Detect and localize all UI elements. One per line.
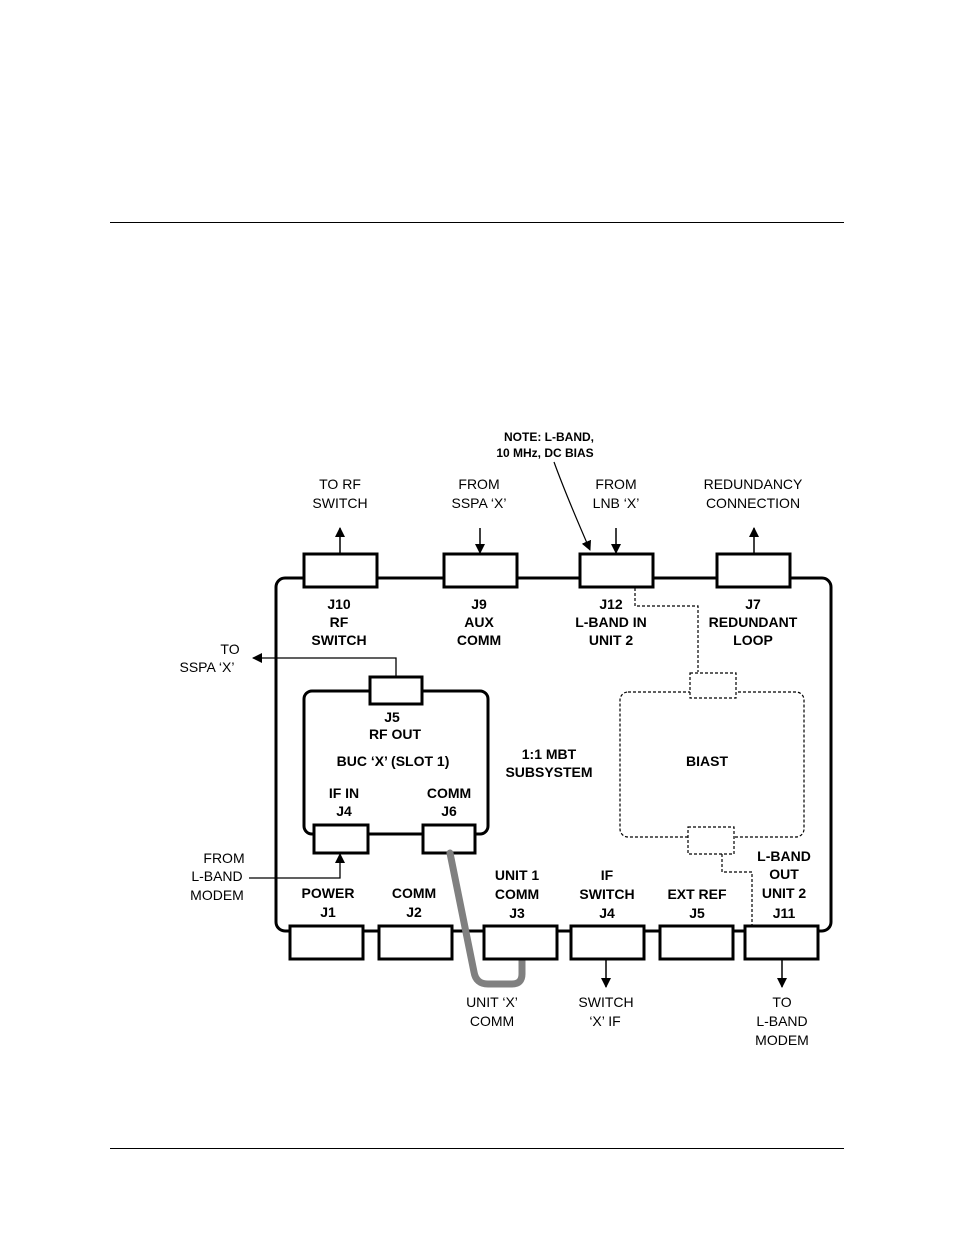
- j7-label-1: J7: [745, 596, 761, 612]
- comm-j2-label-1: COMM: [392, 885, 436, 901]
- connector-j4-if-switch: [569, 924, 646, 961]
- buc-comm-label-2: J6: [441, 803, 457, 819]
- lband-out-label-2: OUT: [769, 866, 799, 882]
- comm-j2-label-2: J2: [406, 904, 422, 920]
- j7-label-2: REDUNDANT: [709, 614, 798, 630]
- to-rf-switch-label-1: TO RF: [319, 476, 361, 492]
- from-modem-label-3: MODEM: [190, 887, 244, 903]
- to-modem-label-2: L-BAND: [756, 1013, 807, 1029]
- subsystem-label-1: 1:1 MBT: [522, 746, 577, 762]
- unit1-label-2: COMM: [495, 886, 539, 902]
- j12-biast-dashed-line: [634, 588, 699, 672]
- from-lnb-label-1: FROM: [595, 476, 636, 492]
- connector-j10: [302, 552, 379, 589]
- lband-out-label-4: J11: [773, 905, 796, 921]
- to-modem-label-1: TO: [772, 994, 791, 1010]
- buc-if-in-label-2: J4: [336, 803, 352, 819]
- extref-label-1: EXT REF: [667, 886, 727, 902]
- biast-bottom-port: [687, 826, 735, 855]
- j9-label-3: COMM: [457, 632, 501, 648]
- note-line-2: 10 MHz, DC BIAS: [496, 446, 593, 460]
- j9-label-1: J9: [471, 596, 487, 612]
- lband-out-label-3: UNIT 2: [762, 885, 807, 901]
- j9-label-2: AUX: [464, 614, 494, 630]
- to-sspa-label-2: SSPA ‘X’: [180, 659, 235, 675]
- unit-x-comm-label-1: UNIT ‘X’: [466, 994, 518, 1010]
- unit1-label-1: UNIT 1: [495, 867, 540, 883]
- connector-buc-j4: [312, 823, 370, 855]
- ifswitch-label-3: J4: [599, 905, 615, 921]
- power-label-1: POWER: [302, 885, 355, 901]
- power-label-2: J1: [320, 904, 336, 920]
- connector-j9: [442, 552, 519, 589]
- lband-out-label-1: L-BAND: [757, 848, 811, 864]
- connector-j11-lband-out: [743, 924, 820, 961]
- buc-j5-label-2: RF OUT: [369, 726, 422, 742]
- j10-label-1: J10: [327, 596, 351, 612]
- j12-label-3: UNIT 2: [589, 632, 634, 648]
- connector-j5-ext-ref: [658, 924, 735, 961]
- redundancy-label-2: CONNECTION: [706, 495, 800, 511]
- buc-if-in-label-1: IF IN: [329, 785, 359, 801]
- connector-j12: [578, 552, 655, 589]
- switch-x-if-label-2: ‘X’ IF: [589, 1013, 620, 1029]
- j12-label-1: J12: [599, 596, 623, 612]
- note-line-1: NOTE: L-BAND,: [504, 430, 594, 444]
- to-sspa-label-1: TO: [220, 641, 239, 657]
- rf-out-line-to-sspa: [252, 653, 397, 676]
- from-lnb-label-2: LNB ‘X’: [593, 495, 640, 511]
- extref-label-2: J5: [689, 905, 705, 921]
- footer-rule: [110, 1148, 844, 1149]
- connector-j7: [715, 552, 792, 589]
- ifswitch-label-1: IF: [601, 867, 614, 883]
- connector-buc-j5: [368, 675, 424, 706]
- ifswitch-label-2: SWITCH: [579, 886, 634, 902]
- redundancy-label-1: REDUNDANCY: [704, 476, 803, 492]
- subsystem-label-2: SUBSYSTEM: [505, 764, 592, 780]
- connector-j3-unit1-comm: [482, 924, 559, 961]
- from-sspa-label-1: FROM: [458, 476, 499, 492]
- from-modem-label-2: L-BAND: [191, 868, 242, 884]
- biast-j11-dashed-line: [721, 854, 753, 925]
- connector-j2-comm: [377, 924, 454, 961]
- note-leader-arrow: [553, 461, 591, 551]
- buc-comm-label-1: COMM: [427, 785, 471, 801]
- if-in-line-from-modem: [249, 853, 345, 879]
- biast-label: BIAST: [686, 753, 728, 769]
- j12-label-2: L-BAND IN: [575, 614, 647, 630]
- j10-label-3: SWITCH: [311, 632, 366, 648]
- buc-j5-label-1: J5: [384, 709, 400, 725]
- unit1-label-3: J3: [509, 905, 525, 921]
- from-modem-label-1: FROM: [203, 850, 244, 866]
- comm-cable: [446, 849, 526, 988]
- connector-j1-power: [288, 924, 365, 961]
- j10-label-2: RF: [330, 614, 349, 630]
- to-rf-switch-label-2: SWITCH: [312, 495, 367, 511]
- connector-buc-j6: [421, 823, 477, 855]
- biast-top-port: [689, 672, 737, 699]
- switch-x-if-label-1: SWITCH: [578, 994, 633, 1010]
- j7-label-3: LOOP: [733, 632, 773, 648]
- unit-x-comm-label-2: COMM: [470, 1013, 514, 1029]
- from-sspa-label-2: SSPA ‘X’: [452, 495, 507, 511]
- header-rule: [110, 222, 844, 223]
- buc-title: BUC ‘X’ (SLOT 1): [337, 753, 450, 769]
- to-modem-label-3: MODEM: [755, 1032, 809, 1048]
